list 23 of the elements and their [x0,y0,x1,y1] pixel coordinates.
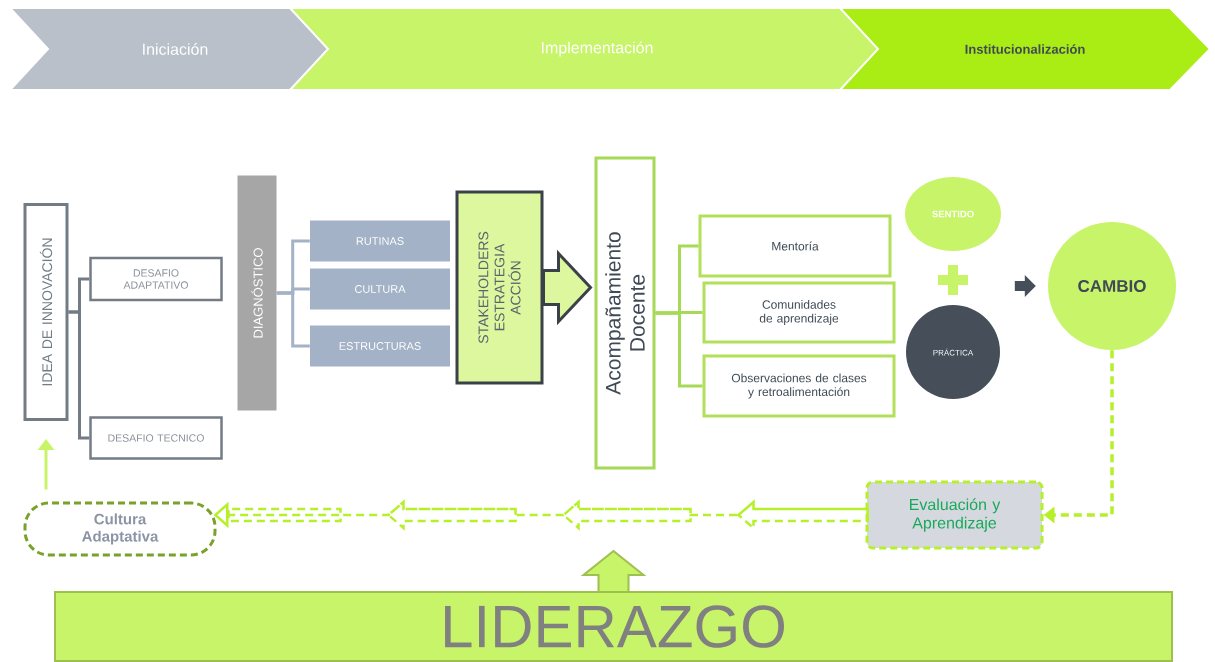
category-box: RUTINAS [310,220,450,262]
practice-box: Observaciones de clases y retroalimentación [702,354,896,418]
challenge-box: DESAFIO ADAPTATIVO [89,256,223,302]
challenge-box: DESAFIO TECNICO [89,416,223,460]
leadership-banner: LIDERAZGO [54,591,1173,662]
evaluation-box: Evaluación y Aprendizaje [865,480,1044,550]
strategy-box: STAKEHOLDERS ESTRATEGIA ACCIÓN [455,190,544,385]
bracket-connector [68,310,90,440]
bracket-connector [655,311,703,388]
phase-band: Implementación [287,7,882,91]
phase-band: Institucionalización [837,7,1212,91]
accompaniment-box: Acompañamiento Docente [594,156,656,470]
idea-box: IDEA DE INNOVACIÓN [23,203,69,421]
practice-box: Comunidades de aprendizaje [702,281,896,344]
block-arrow [580,549,647,592]
bracket-connector [276,291,310,348]
outcome-pill: Cultura Adaptativa [23,501,217,557]
block-arrow [542,249,593,326]
arrow [1014,275,1036,297]
category-box: CULTURA [310,268,450,310]
practice-box: Mentoría [698,214,892,278]
diagnosis-bar: DIAGNÓSTICO [237,175,277,411]
category-box: ESTRUCTURAS [310,325,450,367]
